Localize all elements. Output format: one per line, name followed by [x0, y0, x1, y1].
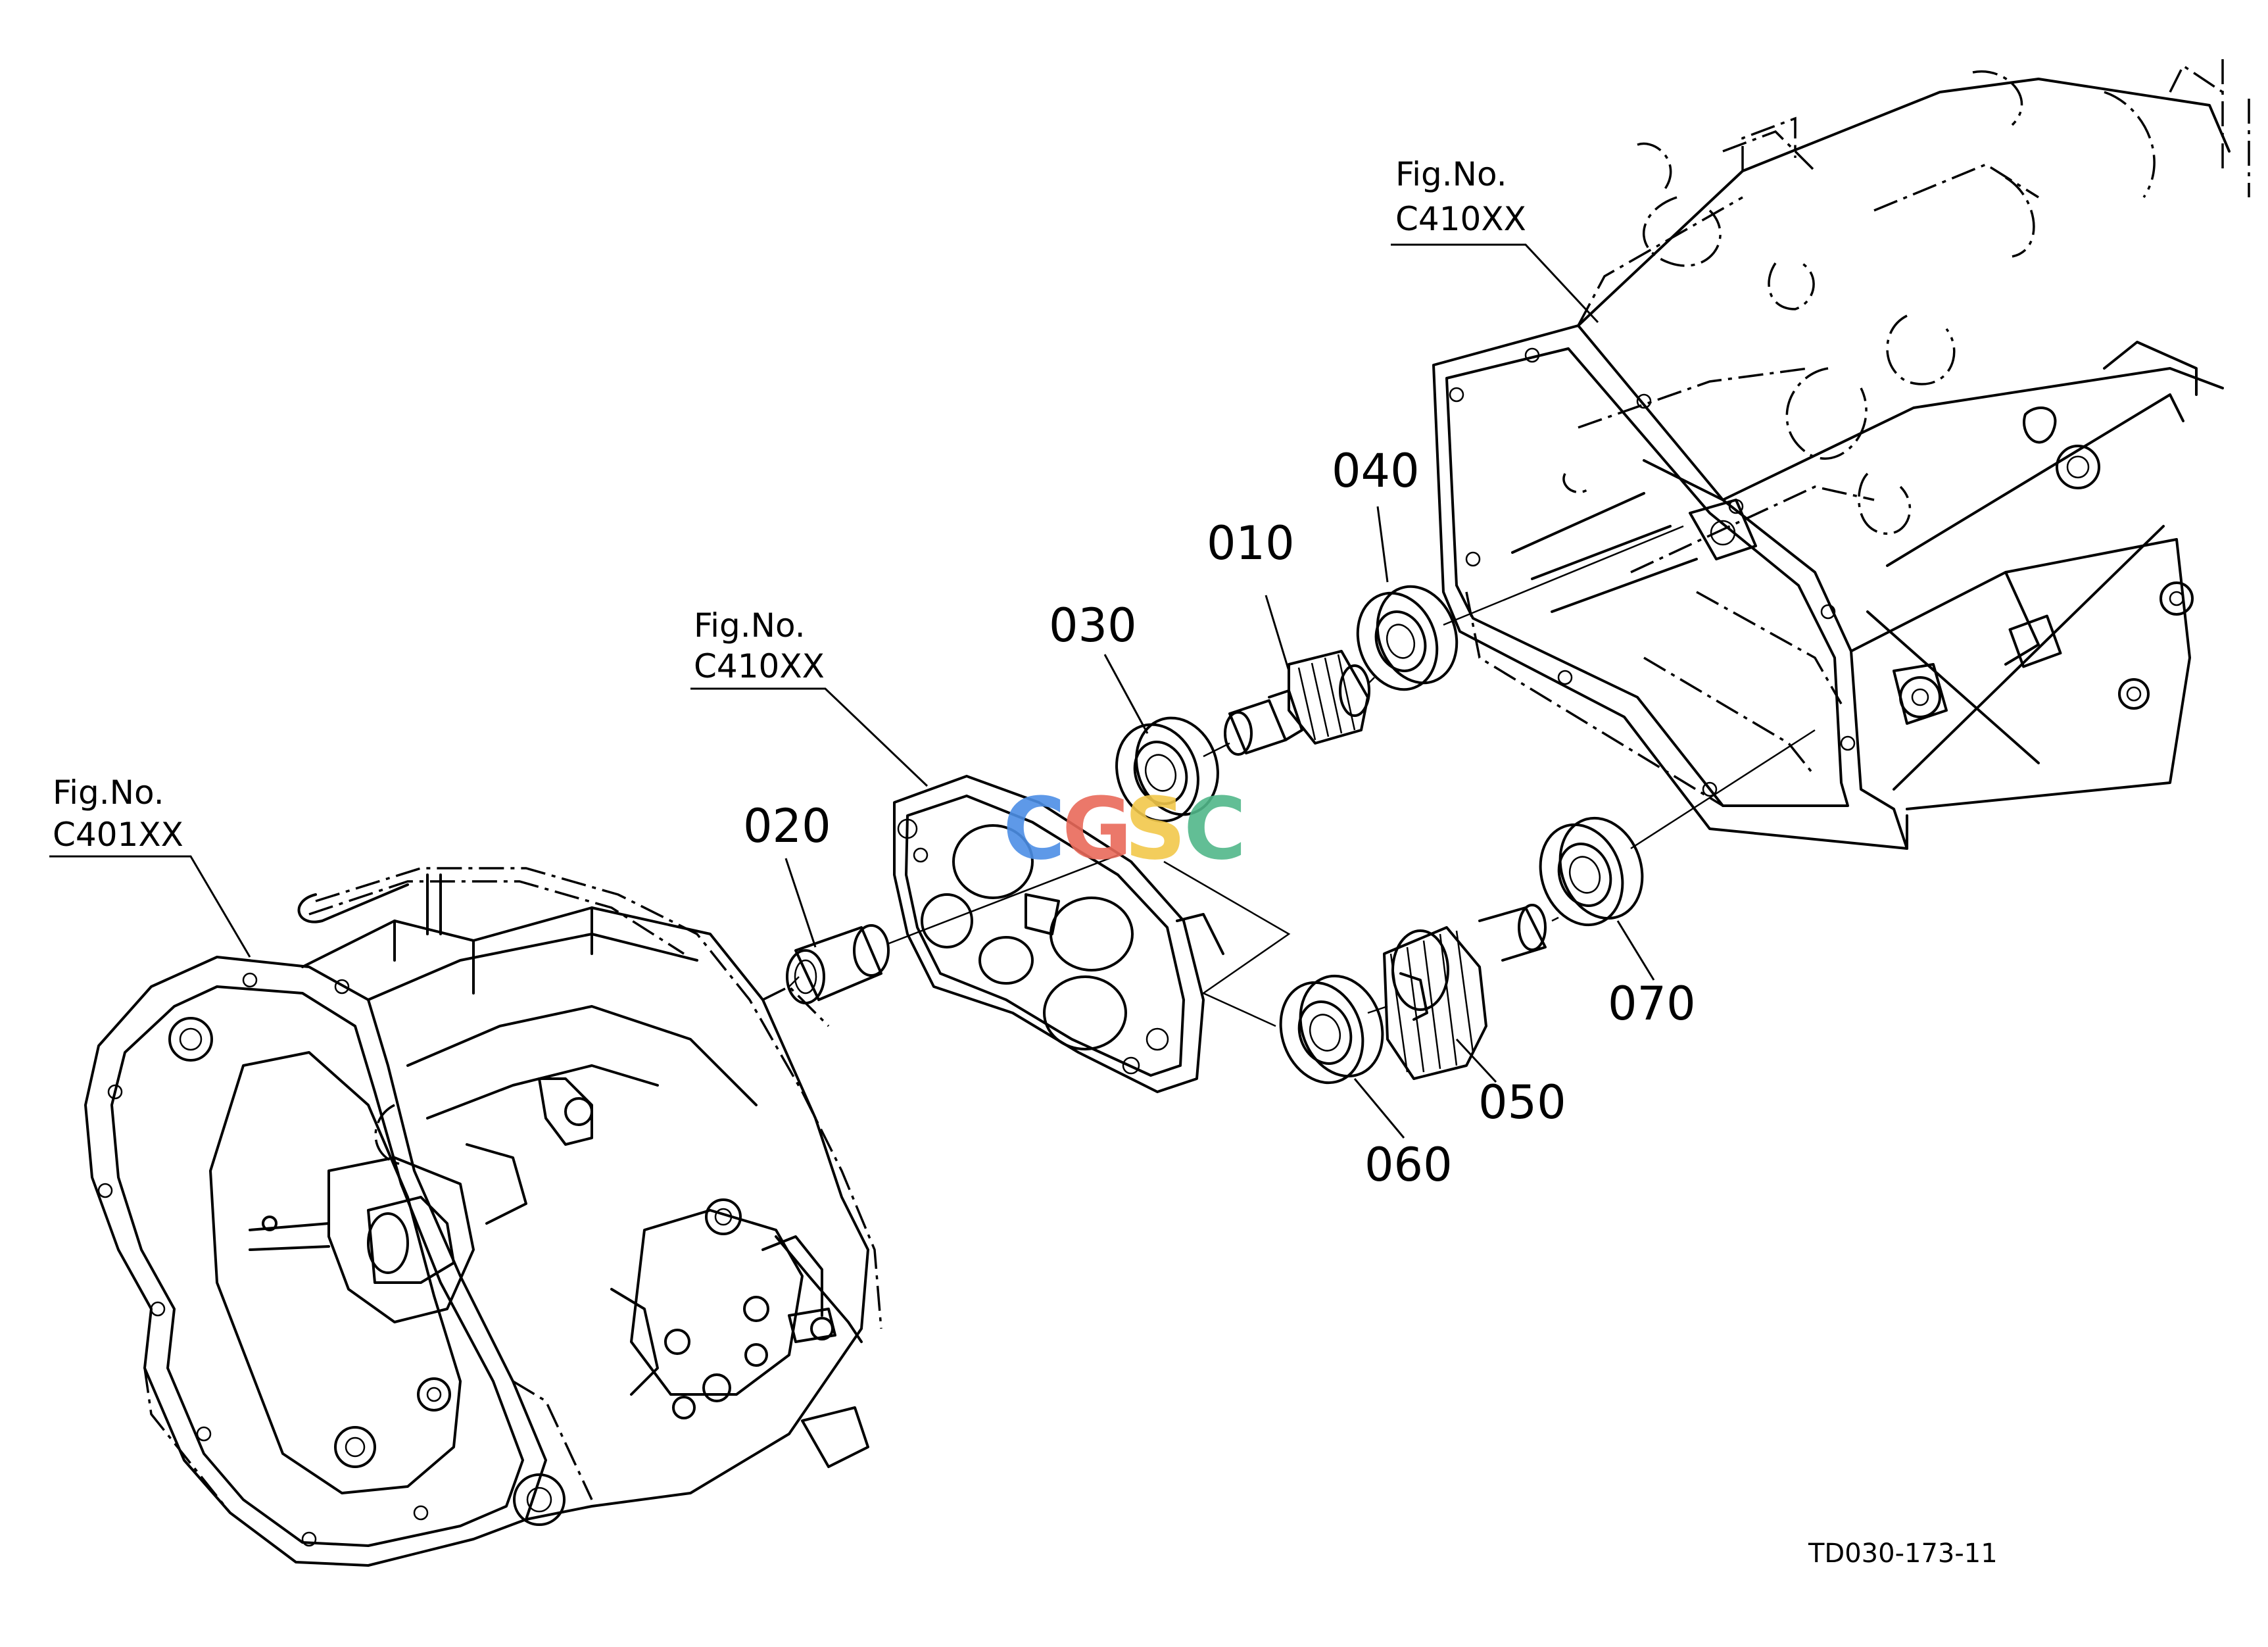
assembly-axis-lines — [788, 525, 1816, 1027]
front-clutch-housing — [84, 867, 882, 1567]
part-number-030: 030 — [1049, 599, 1137, 652]
watermark-letter: C — [1184, 779, 1246, 879]
pinion-shaft-010 — [1224, 650, 1370, 756]
fig-ref-code: C410XX — [1395, 200, 1526, 238]
watermark-letter: G — [1062, 779, 1132, 879]
fig-ref-label: Fig.No. — [1395, 155, 1507, 193]
part-number-020: 020 — [743, 799, 831, 853]
part-leader-lines — [784, 506, 1655, 1139]
drawing-code: TD030-173-11 — [1808, 1538, 1998, 1569]
fig-ref-label: Fig.No. — [53, 774, 164, 812]
watermark-logo: C G S C — [1003, 779, 1246, 879]
part-number-040: 040 — [1332, 444, 1420, 498]
part-number-050: 050 — [1478, 1075, 1566, 1129]
fig-ref-code: C410XX — [694, 647, 825, 685]
rear-transmission-case — [1432, 59, 2250, 850]
ball-bearing-060 — [1279, 974, 1384, 1085]
part-number-010: 010 — [1207, 516, 1295, 570]
fig-ref-code: C401XX — [53, 816, 183, 854]
part-number-070: 070 — [1608, 977, 1696, 1031]
figure-ref-leaders — [49, 243, 1599, 958]
middle-bearing-plate — [893, 775, 1224, 1093]
ball-bearing-070 — [1539, 816, 1644, 927]
figure-ref-c401xx: Fig.No. C401XX — [53, 774, 183, 854]
watermark-letter: C — [1003, 779, 1065, 879]
ball-bearing-030 — [1115, 716, 1219, 823]
gear-shaft-050 — [1383, 904, 1547, 1080]
watermark-letter: S — [1124, 779, 1186, 879]
needle-bearing-sleeve — [786, 924, 890, 1004]
part-number-060: 060 — [1364, 1138, 1453, 1192]
figure-ref-c410xx-middle: Fig.No. C410XX — [694, 606, 825, 685]
fig-ref-label: Fig.No. — [694, 606, 806, 645]
figure-ref-c410xx-top: Fig.No. C410XX — [1395, 155, 1526, 238]
ball-bearing-040 — [1356, 585, 1459, 691]
